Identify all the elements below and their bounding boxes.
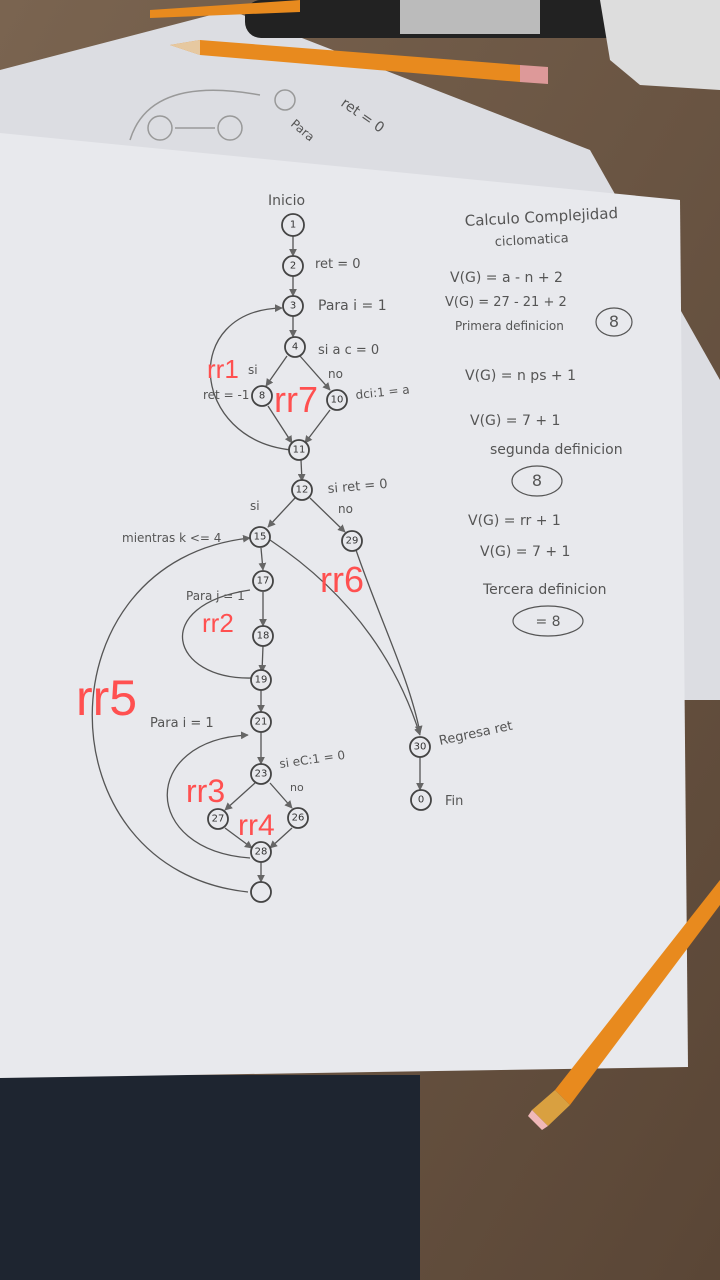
node-2 [282, 255, 304, 277]
svg-text:2: 2 [290, 261, 296, 272]
ann-si-node4: si [248, 363, 258, 377]
node-11 [288, 439, 310, 461]
calc-second: segunda definicion [490, 442, 623, 458]
region-rr1: rr1 [207, 354, 239, 384]
svg-text:12: 12 [296, 485, 309, 496]
node-12 [291, 479, 313, 501]
pencil-top [170, 40, 548, 84]
svg-text:3: 3 [290, 301, 296, 312]
ann-ret0: ret = 0 [315, 257, 361, 272]
svg-text:29: 29 [346, 536, 359, 547]
ann-mientras: mientras k <= 4 [122, 531, 221, 545]
calc-line6: V(G) = 7 + 1 [480, 544, 570, 560]
ann-si-12: si [250, 499, 260, 513]
graph-nodes [207, 213, 432, 903]
main-paper [0, 133, 688, 1078]
svg-text:30: 30 [414, 742, 427, 753]
svg-text:0: 0 [418, 795, 424, 806]
node-19 [250, 669, 272, 691]
ann-para1: Para i = 1 [318, 298, 387, 314]
svg-text:17: 17 [257, 576, 270, 587]
node-4 [284, 336, 306, 358]
ann-si-a: si a c = 0 [318, 343, 379, 358]
calc-line1: V(G) = a - n + 2 [450, 270, 563, 286]
node-3 [282, 295, 304, 317]
svg-text:28: 28 [255, 847, 268, 858]
node-15 [249, 526, 271, 548]
svg-text:11: 11 [293, 445, 306, 456]
calc-second-val: 8 [532, 471, 542, 490]
flow-graph [91, 236, 424, 893]
svg-text:4: 4 [292, 342, 298, 353]
calc-third: Tercera definicion [482, 582, 606, 598]
svg-text:27: 27 [212, 814, 225, 825]
node-0 [410, 789, 432, 811]
svg-text:26: 26 [292, 813, 305, 824]
ann-si-ret: si ret = 0 [327, 477, 388, 497]
calc-subtitle: ciclomatica [494, 231, 569, 250]
pencil-top-left [150, 0, 300, 18]
start-label: Inicio [268, 193, 305, 209]
node-18 [252, 625, 274, 647]
node-26 [287, 807, 309, 829]
region-rr5: rr5 [76, 670, 137, 726]
calc-first-val: 8 [609, 312, 619, 331]
ann-no-12: no [338, 502, 353, 516]
node-labels: 1 2 3 4 8 10 11 12 15 29 17 18 19 21 23 … [212, 220, 427, 858]
calc-first-circle [595, 307, 633, 337]
ann-no-node4: no [328, 367, 343, 381]
end-label: Fin [445, 794, 463, 809]
svg-text:18: 18 [257, 631, 270, 642]
node-23 [250, 763, 272, 785]
node-1 [281, 213, 305, 237]
svg-text:15: 15 [254, 532, 267, 543]
calc-second-circle [511, 465, 563, 497]
svg-text:21: 21 [255, 717, 268, 728]
node-28 [250, 841, 272, 863]
ann-dci: dci:1 = a [355, 382, 410, 402]
node-last [250, 881, 272, 903]
node-17 [252, 570, 274, 592]
node-21 [250, 711, 272, 733]
calc-line3: V(G) = n ps + 1 [465, 368, 576, 384]
region-rr4: rr4 [238, 809, 275, 842]
node-27 [207, 808, 229, 830]
node-10 [326, 389, 348, 411]
marker [245, 0, 635, 38]
calc-third-circle [512, 605, 584, 637]
paper-scrap [600, 0, 720, 90]
node-29 [341, 530, 363, 552]
svg-text:23: 23 [255, 769, 268, 780]
svg-text:10: 10 [331, 395, 344, 406]
pencil-right [528, 880, 720, 1130]
svg-text:19: 19 [255, 675, 268, 686]
region-rr6: rr6 [320, 559, 364, 600]
calc-first: Primera definicion [455, 319, 564, 333]
back-sketch [129, 89, 296, 141]
ann-para-i2: Para i = 1 [150, 716, 214, 731]
calc-third-val: = 8 [535, 614, 560, 630]
ann-para-j: Para j = 1 [186, 589, 245, 603]
ann-ret-eq: ret = -1 [203, 388, 249, 402]
dark-shadow [0, 1075, 420, 1280]
calc-line5: V(G) = rr + 1 [468, 513, 561, 529]
region-rr3: rr3 [186, 773, 225, 809]
svg-text:8: 8 [259, 391, 265, 402]
ann-no-23: no [290, 781, 304, 794]
region-rr7: rr7 [274, 379, 318, 420]
svg-text:1: 1 [290, 220, 296, 231]
node-30 [409, 736, 431, 758]
node-8 [251, 385, 273, 407]
region-rr2: rr2 [202, 608, 234, 638]
region-labels: rr1 rr7 rr6 rr2 rr5 rr3 rr4 [76, 354, 364, 842]
calc-line4: V(G) = 7 + 1 [470, 413, 560, 429]
calc-line2: V(G) = 27 - 21 + 2 [445, 295, 567, 310]
